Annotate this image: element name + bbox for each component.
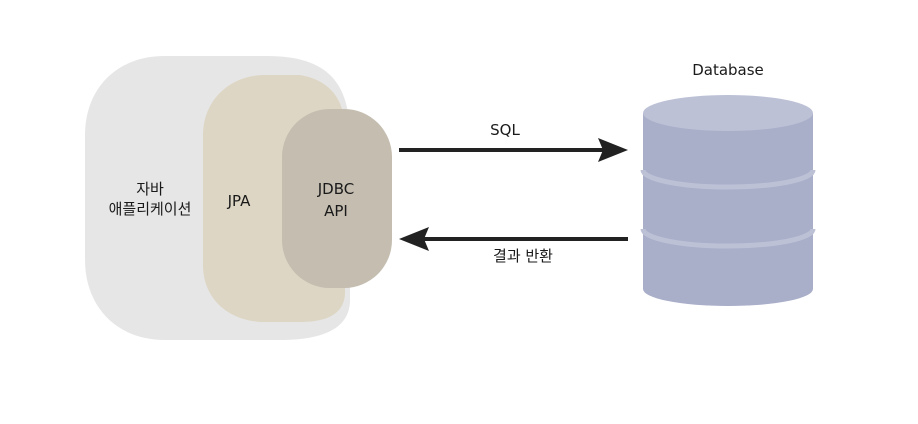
jdbc-api-label-line2: API bbox=[324, 202, 348, 220]
result-return-arrow: 결과 반환 bbox=[399, 227, 628, 265]
result-arrow-head bbox=[399, 227, 429, 251]
jpa-label: JPA bbox=[227, 192, 252, 210]
java-application-label-line1: 자바 bbox=[136, 180, 164, 198]
database-separator-lower bbox=[640, 228, 816, 249]
database-cylinder-icon bbox=[640, 95, 816, 306]
sql-arrow-label: SQL bbox=[490, 121, 520, 139]
jdbc-api-group: JDBC API bbox=[282, 109, 392, 288]
sql-arrow-head bbox=[598, 138, 628, 162]
database-label: Database bbox=[692, 61, 764, 79]
database-top bbox=[643, 95, 813, 131]
sql-request-arrow: SQL bbox=[399, 121, 628, 162]
jdbc-api-box bbox=[282, 109, 392, 288]
database-group: Database bbox=[640, 61, 816, 306]
result-arrow-label: 결과 반환 bbox=[493, 247, 553, 265]
database-separator-upper bbox=[640, 169, 816, 190]
jdbc-api-label-line1: JDBC bbox=[317, 180, 354, 198]
java-application-label-line2: 애플리케이션 bbox=[109, 200, 192, 218]
database-body bbox=[643, 113, 813, 306]
